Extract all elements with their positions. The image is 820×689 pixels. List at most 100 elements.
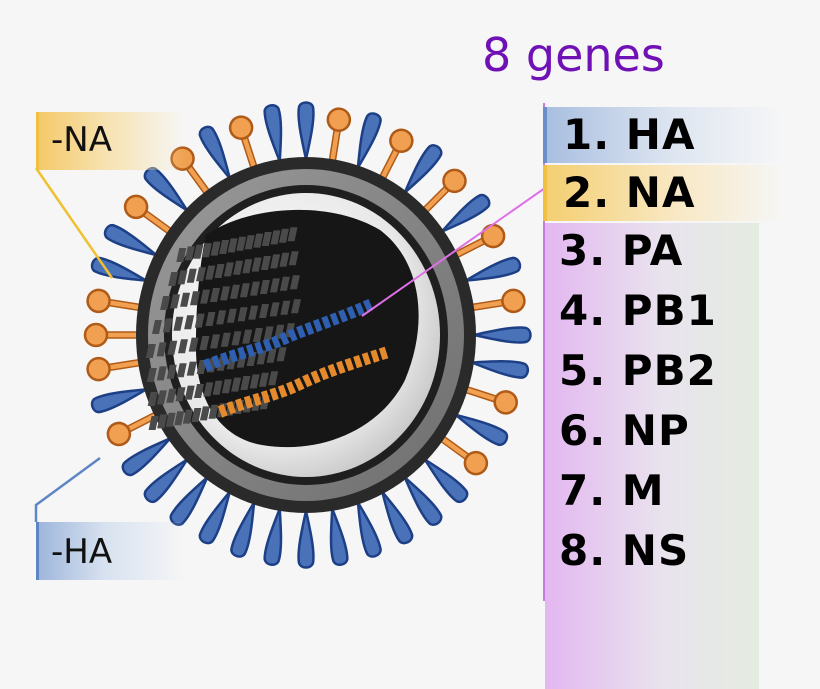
rnp-subunit [261,232,272,246]
rnp-subunit [223,262,234,277]
rnp-subunit [259,304,269,318]
ha-spike [90,388,147,414]
gene-item-ns: 8. NS [559,526,690,575]
rnp-subunit [186,268,197,283]
rnp-subunit [280,300,291,315]
rnp-subunit [258,372,269,387]
rnp-subunit [170,294,181,309]
gene-item-m: 7. M [559,466,665,515]
rnp-subunit [208,404,219,419]
rnp-subunit [242,259,253,274]
ha-spike [329,508,349,566]
na-spike [86,288,142,314]
rnp-subunit [174,411,185,426]
rnp-subunit [269,302,280,317]
na-spike [326,107,352,163]
rnp-subunit [173,316,184,331]
rnp-subunit [148,416,159,430]
rnp-subunit [279,252,290,267]
rnp-subunit [229,284,240,299]
rnp-subunit [194,313,205,328]
rnp-subunit [184,385,195,400]
ha-spike [473,326,532,344]
rnp-subunit [178,339,189,354]
rnp-subunit [263,326,274,341]
gene-item-na: 2. NA [543,165,783,221]
rnp-subunit [288,251,299,266]
rnp-subunit [177,270,188,285]
ha-spike [143,458,189,504]
rnp-subunit [266,348,277,363]
rnp-subunit [212,380,223,395]
rnp-subunit [152,320,162,334]
gene-list-background [545,223,759,689]
ha-spike [297,510,315,569]
ha-spike [465,256,522,282]
ha-spike [143,166,189,212]
ha-spike [198,125,231,179]
ha-spike [440,193,491,233]
rnp-subunit [199,406,210,421]
rnp-subunit [203,382,214,397]
rnp-subunit [226,308,237,323]
rnp-subunit [193,244,204,259]
ha-spike [121,437,172,477]
rnp-subunit [176,248,187,262]
rnp-subunit [168,272,179,286]
gene-item-pb2: 5. PB2 [559,346,717,395]
ha-spike [356,501,382,558]
diagram-title: 8 genes [482,28,665,82]
rnp-subunit [216,310,227,325]
rnp-subunit [210,241,221,256]
ha-spike [403,144,443,194]
rnp-subunit [160,296,171,310]
ha-spike [169,476,209,526]
na-spike [86,356,142,382]
na-spike [378,128,414,181]
na-spike [470,288,526,314]
gene-item-pb1: 4. PB1 [559,286,717,335]
rnp-subunit [165,412,176,427]
na-spike [83,322,139,348]
rnp-subunit [210,288,220,302]
ha-spike [454,413,509,446]
rnp-subunit [252,328,263,342]
rnp-subunit [145,344,156,358]
rnp-subunit [182,409,193,424]
rnp-subunit [166,364,177,379]
rnp-subunit [205,312,216,326]
rnp-subunit [276,347,287,362]
rnp-subunit [253,233,264,248]
rnp-subunit [268,371,279,386]
ha-spike [403,476,443,526]
rnp-subunit [180,292,191,307]
na-rna-strand [217,346,390,418]
rnp-subunit [260,256,271,270]
ha-spike [103,224,158,257]
rnp-subunit [231,377,242,392]
viral-envelope [136,157,476,513]
rnp-subunit [157,414,168,429]
rnp-subunit [156,390,167,405]
rnp-subunit [279,276,290,291]
rnp-subunit [233,260,244,275]
rnp-subunit [156,342,167,357]
rnp-subunit [220,286,231,301]
rnp-subunit [242,329,253,344]
rnp-subunit [200,289,211,304]
rnp-subunit [287,227,298,242]
rnp-subunit [147,392,158,406]
rnp-subunit [240,376,251,390]
genome-leader-line [361,187,546,317]
na-spike [106,411,159,447]
rnp-subunit [191,408,202,422]
ha-spike [230,501,256,558]
rnp-subunit [249,374,260,389]
gene-list-bracket [543,103,545,601]
rnp-subunit [251,257,262,272]
rnp-subunit [237,307,248,322]
rnp-subunit [199,336,210,350]
rnp-subunit [259,280,270,294]
rnp-subunit [231,331,242,346]
rnp-subunit [239,283,250,298]
